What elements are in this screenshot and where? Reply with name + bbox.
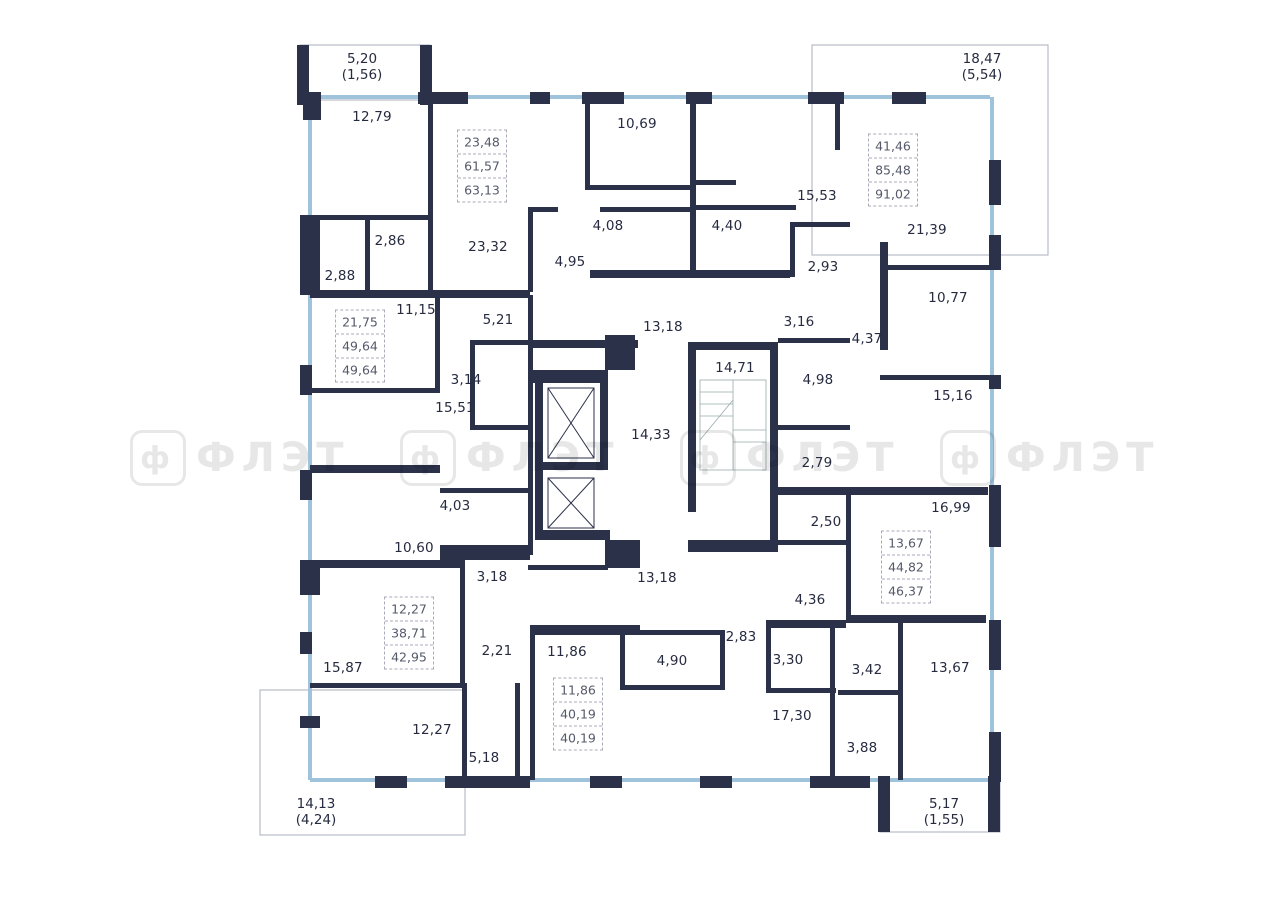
room-area-label: 13,18 — [637, 570, 677, 586]
apartment-total-with-balcony-area: 49,64 — [342, 362, 378, 378]
room-area-label: 11,15 — [396, 302, 436, 318]
apartment-total-area: 49,64 — [336, 335, 384, 359]
room-area-label: 3,14 — [450, 372, 482, 388]
flat-logo-icon: ф — [400, 430, 456, 486]
watermark-text: ФЛЭТ — [1006, 435, 1160, 481]
watermark-text: ФЛЭТ — [196, 435, 350, 481]
room-area-label: 11,86 — [547, 644, 587, 660]
room-area-label: 2,83 — [725, 629, 757, 645]
room-area-label: 4,90 — [656, 653, 688, 669]
apartment-living-area: 13,67 — [882, 532, 930, 556]
apartment-living-area: 11,86 — [554, 679, 602, 703]
room-area-label: 4,40 — [711, 218, 743, 234]
apartment-total-with-balcony-area: 46,37 — [888, 583, 924, 599]
room-area-label: 4,03 — [439, 498, 471, 514]
room-area-label: 13,18 — [643, 319, 683, 335]
balcony-reduced-area: (5,54) — [961, 67, 1003, 83]
room-area-label: 4,36 — [794, 592, 826, 608]
room-area-label: 2,93 — [807, 259, 839, 275]
room-area-label: 3,18 — [476, 569, 508, 585]
balcony-reduced-area: (4,24) — [295, 812, 337, 828]
elevator-shafts — [547, 387, 595, 529]
room-area-label: 2,79 — [801, 455, 833, 471]
balcony-area: 5,20 — [346, 51, 378, 67]
room-area-label: 13,67 — [930, 660, 970, 676]
flat-logo-icon: ф — [130, 430, 186, 486]
room-area-label: 12,79 — [352, 109, 392, 125]
balcony-label: 18,47(5,54) — [962, 51, 1003, 83]
room-area-label: 5,18 — [468, 750, 500, 766]
room-area-label: 21,39 — [907, 222, 947, 238]
room-area-label: 15,87 — [323, 660, 363, 676]
room-area-label: 3,42 — [851, 662, 883, 678]
walls — [297, 45, 1001, 832]
apartment-total-with-balcony-area: 91,02 — [875, 186, 911, 202]
balcony-reduced-area: (1,55) — [923, 812, 965, 828]
apartment-living-area: 21,75 — [336, 311, 384, 335]
apartment-total-with-balcony-area: 63,13 — [464, 182, 500, 198]
balcony-label: 14,13(4,24) — [296, 796, 337, 828]
balcony-area: 5,17 — [928, 796, 960, 812]
apartment-total-area: 85,48 — [869, 159, 917, 183]
room-area-label: 23,32 — [468, 239, 508, 255]
room-area-label: 5,21 — [482, 312, 514, 328]
room-area-label: 3,16 — [783, 314, 815, 330]
watermark-text: ФЛЭТ — [746, 435, 900, 481]
room-area-label: 2,50 — [810, 514, 842, 530]
balcony-reduced-area: (1,56) — [341, 67, 383, 83]
apartment-total-area: 38,71 — [385, 622, 433, 646]
room-area-label: 4,08 — [592, 218, 624, 234]
room-area-label: 17,30 — [772, 708, 812, 724]
apartment-living-area: 12,27 — [385, 598, 433, 622]
room-area-label: 4,37 — [851, 331, 883, 347]
flat-logo-icon: ф — [680, 430, 736, 486]
watermark-text: ФЛЭТ — [466, 435, 620, 481]
room-area-label: 2,21 — [481, 643, 513, 659]
apartment-total-area: 44,82 — [882, 556, 930, 580]
apartment-living-area: 23,48 — [458, 131, 506, 155]
room-area-label: 4,95 — [554, 254, 586, 270]
apartment-total-with-balcony-area: 40,19 — [560, 730, 596, 746]
room-area-label: 12,27 — [412, 722, 452, 738]
room-area-label: 3,88 — [846, 740, 878, 756]
room-area-label: 15,53 — [797, 188, 837, 204]
balcony-label: 5,20(1,56) — [342, 51, 383, 83]
flat-logo-icon: ф — [940, 430, 996, 486]
room-area-label: 16,99 — [931, 500, 971, 516]
room-area-label: 14,71 — [715, 360, 755, 376]
apartment-total-area: 61,57 — [458, 155, 506, 179]
apartment-total-with-balcony-area: 42,95 — [391, 649, 427, 665]
room-area-label: 15,16 — [933, 388, 973, 404]
room-area-label: 2,88 — [324, 268, 356, 284]
room-area-label: 2,86 — [374, 233, 406, 249]
room-area-label: 10,60 — [394, 540, 434, 556]
room-area-label: 3,30 — [772, 652, 804, 668]
apartment-total-area: 40,19 — [554, 703, 602, 727]
balcony-label: 5,17(1,55) — [924, 796, 965, 828]
balcony-area: 18,47 — [962, 51, 1002, 67]
room-area-label: 14,33 — [631, 427, 671, 443]
room-area-label: 10,77 — [928, 290, 968, 306]
apartment-living-area: 41,46 — [869, 135, 917, 159]
balcony-area: 14,13 — [296, 796, 336, 812]
staircase — [699, 379, 767, 471]
room-area-label: 15,51 — [435, 400, 475, 416]
room-area-label: 10,69 — [617, 116, 657, 132]
room-area-label: 4,98 — [802, 372, 834, 388]
